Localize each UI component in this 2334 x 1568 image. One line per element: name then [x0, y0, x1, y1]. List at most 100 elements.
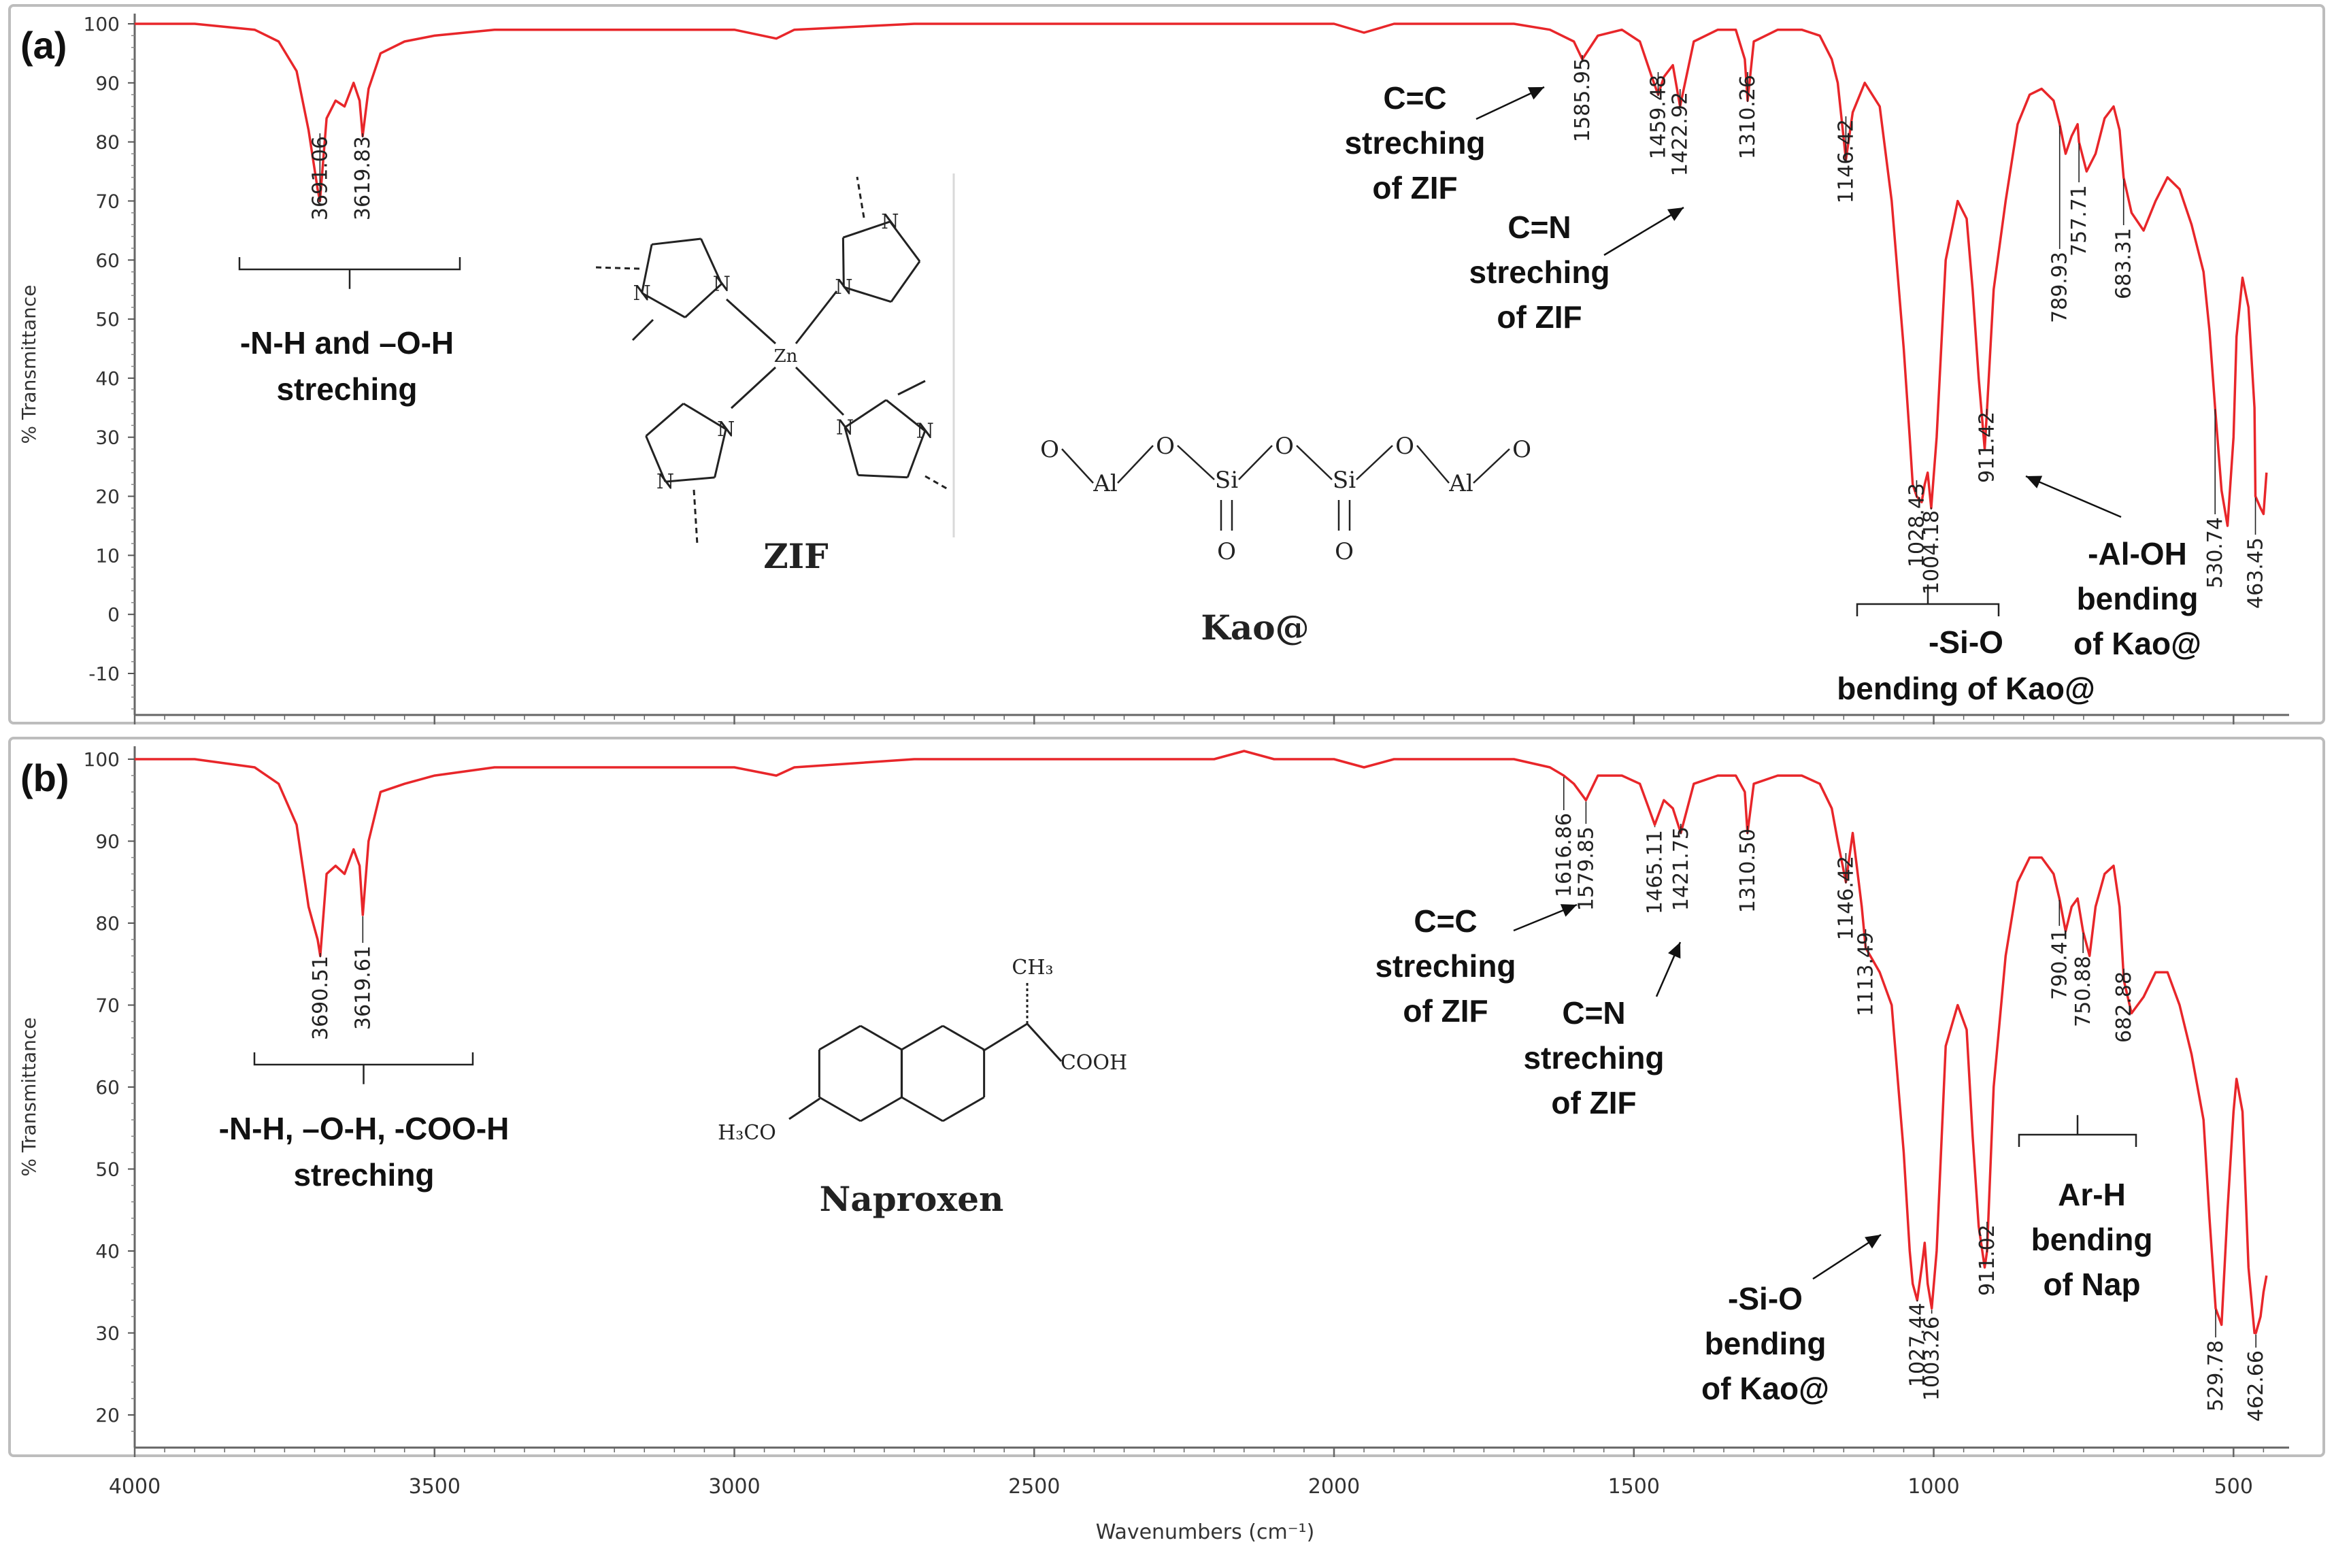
- bond: [684, 283, 722, 318]
- bond: [982, 1022, 1028, 1052]
- y-tick-label: 60: [95, 249, 120, 271]
- annotation-text: of ZIF: [1551, 1085, 1636, 1120]
- bond: [844, 427, 859, 476]
- y-tick-label: 50: [95, 1158, 120, 1181]
- bond: [1296, 445, 1333, 480]
- bond: [641, 244, 653, 294]
- bond: [1061, 448, 1094, 484]
- annotation-text: of Nap: [2043, 1267, 2140, 1302]
- annotation-arrow-line: [2025, 475, 2122, 518]
- atom-label: N: [836, 416, 854, 439]
- bond: [700, 238, 723, 284]
- x-tick-label: 2000: [1308, 1475, 1360, 1499]
- y-tick-label: 80: [95, 912, 120, 935]
- annotation-arrow-line: [1603, 206, 1684, 256]
- peak-label: 1585.95: [1571, 58, 1595, 142]
- peak-label: 1422.92: [1669, 92, 1693, 176]
- y-tick-label: 60: [95, 1076, 120, 1099]
- peak-label: 1310.26: [1736, 75, 1760, 159]
- atom-label: H₃CO: [718, 1121, 776, 1145]
- y-tick-label: 100: [84, 13, 120, 35]
- bond: [901, 1024, 944, 1051]
- y-tick-label: 20: [95, 486, 120, 508]
- annotation-text: of ZIF: [1372, 170, 1457, 205]
- bond: [1177, 445, 1215, 480]
- bond: [595, 266, 640, 270]
- bond: [841, 237, 845, 288]
- bond: [818, 1096, 861, 1122]
- peak-label: 529.78: [2204, 1340, 2228, 1412]
- atom-label: O: [1275, 433, 1294, 460]
- atom-label: Al: [1448, 470, 1473, 497]
- bond: [889, 220, 921, 263]
- bond: [860, 1096, 903, 1122]
- bond: [885, 399, 926, 432]
- annotation-arrowhead: [1667, 207, 1684, 221]
- annotation-text: streching: [276, 371, 417, 407]
- peak-label: 462.66: [2244, 1350, 2268, 1422]
- annotation-arrowhead: [1865, 1235, 1881, 1249]
- atom-label: Al: [1093, 470, 1117, 497]
- peak-label: 1004.18: [1920, 510, 1944, 595]
- y-tick-label: 70: [95, 995, 120, 1017]
- bond: [682, 402, 727, 431]
- bracket: [253, 1052, 474, 1084]
- structure-name: Naproxen: [820, 1179, 1004, 1219]
- panel-label: (a): [20, 24, 67, 67]
- panel-frame: [8, 737, 2325, 1457]
- y-tick-label: 100: [84, 748, 120, 771]
- bond: [730, 366, 777, 410]
- bond: [795, 290, 838, 344]
- peak-label: 1113.49: [1854, 932, 1878, 1016]
- annotation-text: streching: [293, 1157, 434, 1192]
- bond: [906, 430, 927, 478]
- bond: [942, 1024, 985, 1051]
- bond: [725, 298, 777, 345]
- x-tick-label: 4000: [109, 1475, 161, 1499]
- peak-label: 757.71: [2067, 185, 2091, 256]
- annotation-text: Ar-H: [2058, 1177, 2126, 1212]
- peak-label: 790.41: [2048, 929, 2071, 1000]
- atom-label: N: [713, 272, 731, 296]
- peak-label: 750.88: [2071, 956, 2095, 1027]
- bond: [1416, 445, 1450, 484]
- peak-label: 1028.43: [1905, 483, 1929, 567]
- y-tick-label: 30: [95, 427, 120, 449]
- bond: [890, 261, 921, 303]
- atom-label: Si: [1333, 467, 1356, 494]
- annotation-arrowhead: [1668, 942, 1681, 959]
- x-tick-label: 500: [2214, 1475, 2253, 1499]
- bond: [1473, 448, 1510, 484]
- spectrum-line: [135, 750, 2268, 1335]
- spectrum-line: [135, 22, 2268, 527]
- annotation-text: C=N: [1562, 995, 1625, 1031]
- annotation-text: -N-H and –O-H: [240, 325, 454, 361]
- bond: [924, 475, 950, 491]
- annotation-text: -Si-O: [1728, 1281, 1803, 1316]
- annotation-text: bending: [2077, 581, 2199, 616]
- atom-label: O: [1040, 436, 1059, 463]
- atom-label: COOH: [1061, 1051, 1127, 1075]
- bond: [641, 292, 686, 318]
- y-axis-title: % Transmittance: [18, 1017, 40, 1176]
- peak-label: 1003.26: [1920, 1316, 1944, 1401]
- atom-label: N: [656, 470, 674, 494]
- atom-label: O: [1512, 436, 1531, 463]
- bond: [844, 399, 887, 429]
- atom-label: N: [633, 282, 650, 305]
- y-tick-label: 10: [95, 544, 120, 567]
- y-axis-title: % Transmittance: [18, 284, 40, 444]
- atom-label: CH₃: [1012, 956, 1053, 980]
- peak-label: 3691.06: [308, 136, 332, 220]
- annotation-text: of ZIF: [1497, 299, 1582, 335]
- bracket: [1856, 584, 2000, 616]
- y-tick-label: 0: [107, 603, 120, 626]
- peak-label: 1421.75: [1669, 827, 1693, 911]
- bond: [631, 318, 654, 341]
- bracket: [238, 257, 461, 289]
- peak-label: 463.45: [2244, 537, 2268, 609]
- bond: [842, 220, 890, 239]
- y-tick-label: 30: [95, 1322, 120, 1345]
